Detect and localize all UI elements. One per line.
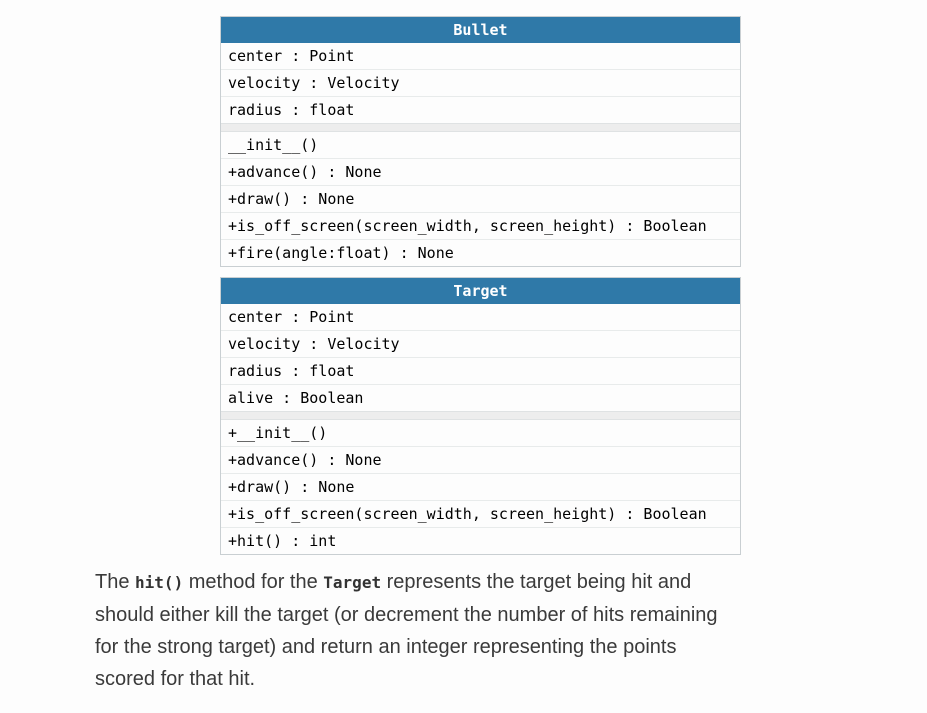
uml-section-divider <box>221 123 740 132</box>
paragraph-line: scored for that hit. <box>95 663 885 695</box>
uml-member-row: velocity : Velocity <box>221 69 740 96</box>
inline-code: Target <box>323 573 382 592</box>
paragraph-line: The hit() method for the Target represen… <box>95 566 885 599</box>
uml-class-title-target: Target <box>221 278 740 304</box>
uml-member-row: +__init__() <box>228 424 328 442</box>
paragraph-text: scored for that hit. <box>95 668 256 690</box>
uml-member-row: radius : float <box>221 357 740 384</box>
uml-member-row: __init__() <box>228 136 319 154</box>
uml-methods-section-bullet: __init__() +advance() : None+draw() : Non… <box>221 132 740 266</box>
uml-class-bullet: Bullet center : Point velocity : Velocity… <box>220 16 741 267</box>
paragraph-text: represents the target being hit and <box>381 571 692 593</box>
uml-member-row: +is_off_screen(screen_width, screen_heig… <box>221 500 740 527</box>
uml-member-row: +hit() : int <box>221 527 740 554</box>
uml-member-row: center : Point <box>228 47 355 65</box>
uml-member-row: center : Point <box>228 308 355 326</box>
uml-section-divider <box>221 411 740 420</box>
uml-member-row: +draw() : None <box>221 185 740 212</box>
uml-member-row: +is_off_screen(screen_width, screen_heig… <box>221 212 740 239</box>
uml-member-row: +draw() : None <box>221 473 740 500</box>
uml-member-row: +advance() : None <box>221 446 740 473</box>
uml-class-target: Target center : Point velocity : Velocity… <box>220 277 741 555</box>
paragraph-line: for the strong target) and return an int… <box>95 631 885 663</box>
uml-member-row: radius : float <box>221 96 740 123</box>
uml-member-row: alive : Boolean <box>221 384 740 411</box>
uml-methods-section-target: +__init__() +advance() : None+draw() : No… <box>221 420 740 554</box>
paragraph-text: method for the <box>183 571 324 593</box>
paragraph-text: for the strong target) and return an int… <box>95 636 677 658</box>
uml-class-title-bullet: Bullet <box>221 17 740 43</box>
uml-member-row: velocity : Velocity <box>221 330 740 357</box>
uml-member-row: +advance() : None <box>221 158 740 185</box>
description-paragraph: The hit() method for the Target represen… <box>95 566 885 695</box>
uml-class-tables: Bullet center : Point velocity : Velocity… <box>220 16 741 555</box>
paragraph-text: should either kill the target (or decrem… <box>95 604 718 626</box>
uml-member-row: +fire(angle:float) : None <box>221 239 740 266</box>
paragraph-line: should either kill the target (or decrem… <box>95 599 885 631</box>
inline-code: hit() <box>135 573 184 592</box>
paragraph-text: The <box>95 571 136 593</box>
